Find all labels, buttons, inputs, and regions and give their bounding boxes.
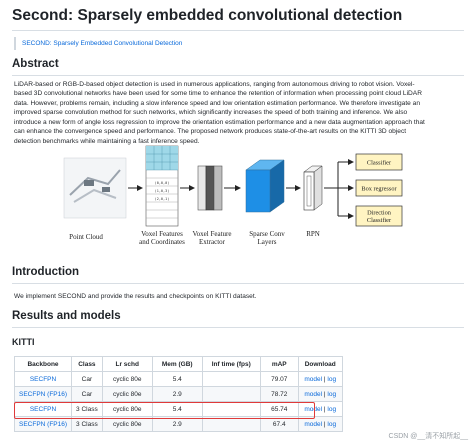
model-link[interactable]: model bbox=[304, 405, 323, 413]
mem-cell: 5.4 bbox=[151, 371, 203, 387]
classifier-head: Classifier bbox=[355, 153, 403, 171]
direction-label-1: Direction bbox=[367, 210, 392, 217]
voxel-features-label-2: and Coordinates bbox=[139, 238, 185, 246]
inf-cell bbox=[201, 371, 261, 387]
introduction-text: We implement SECOND and provide the resu… bbox=[14, 293, 257, 300]
page-title: Second: Sparsely embedded convolutional … bbox=[12, 7, 403, 24]
abstract-line: can enhance the convergence speed and pe… bbox=[14, 128, 407, 136]
column-header: Lr schd bbox=[101, 356, 153, 372]
title-divider bbox=[12, 30, 464, 31]
link-separator: | bbox=[323, 375, 326, 383]
column-header: Inf time (fps) bbox=[201, 356, 261, 372]
backbone-link[interactable]: SECFPN bbox=[29, 405, 57, 413]
svg-text:(1,0,3): (1,0,3) bbox=[155, 189, 170, 193]
log-link[interactable]: log bbox=[327, 405, 337, 413]
kitti-heading: KITTI bbox=[12, 337, 35, 347]
lr-cell: cyclic 80e bbox=[101, 386, 153, 402]
voxel-features-label-1: Voxel Features bbox=[141, 230, 183, 238]
feature-extractor-block bbox=[197, 165, 223, 211]
model-link[interactable]: model bbox=[304, 375, 323, 383]
results-divider bbox=[12, 327, 464, 328]
direction-label-2: Classifier bbox=[367, 217, 392, 224]
extractor-label-1: Voxel Feature bbox=[193, 230, 232, 238]
point-cloud-image bbox=[63, 157, 127, 219]
column-header: Class bbox=[71, 356, 103, 372]
log-link[interactable]: log bbox=[327, 390, 337, 398]
column-header: Download bbox=[297, 356, 343, 372]
lr-cell: cyclic 80e bbox=[101, 371, 153, 387]
map-cell: 67.4 bbox=[259, 416, 299, 432]
log-link[interactable]: log bbox=[327, 420, 337, 428]
sparse-conv-cube bbox=[245, 159, 285, 213]
model-link[interactable]: model bbox=[304, 390, 323, 398]
column-header: Mem (GB) bbox=[151, 356, 203, 372]
results-heading: Results and models bbox=[12, 310, 121, 322]
architecture-diagram: Point Cloud (0,0,0) (1,0,3) (2,0,1) Voxe… bbox=[63, 145, 403, 246]
direction-classifier-head: Direction Classifier bbox=[355, 205, 403, 227]
svg-text:(2,0,1): (2,0,1) bbox=[155, 197, 170, 201]
backbone-link[interactable]: SECFPN (FP16) bbox=[19, 390, 68, 398]
introduction-divider bbox=[12, 283, 464, 284]
table-row: SECFPN Car cyclic 80e 5.4 79.07 model | … bbox=[13, 371, 343, 387]
mem-cell: 2.9 bbox=[151, 416, 203, 432]
introduction-heading: Introduction bbox=[12, 266, 80, 278]
abstract-line: detection benchmarks while maintaining a… bbox=[14, 137, 200, 145]
row-highlight-box bbox=[14, 402, 315, 419]
rpn-block bbox=[303, 165, 323, 211]
class-cell: 3 Class bbox=[71, 416, 103, 432]
lr-cell: cyclic 80e bbox=[101, 416, 153, 432]
box-regressor-label: Box regressor bbox=[361, 186, 397, 193]
column-header: Backbone bbox=[13, 356, 73, 372]
link-separator: | bbox=[323, 405, 326, 413]
abstract-divider bbox=[12, 75, 464, 76]
results-table: Backbone Class Lr schd Mem (GB) Inf time… bbox=[13, 356, 343, 432]
blockquote: SECOND: Sparsely Embedded Convolutional … bbox=[14, 37, 182, 50]
classifier-label: Classifier bbox=[367, 160, 392, 167]
svg-text:(0,0,0): (0,0,0) bbox=[155, 181, 170, 185]
abstract-line: based 3D convolutional networks have bee… bbox=[14, 90, 422, 98]
log-link[interactable]: log bbox=[327, 375, 337, 383]
table-row: SECFPN (FP16) 3 Class cyclic 80e 2.9 67.… bbox=[13, 416, 343, 432]
backbone-link[interactable]: SECFPN (FP16) bbox=[19, 420, 68, 428]
csdn-watermark: CSDN @__清不知所起__ bbox=[388, 433, 468, 440]
point-cloud-label: Point Cloud bbox=[69, 233, 103, 241]
abstract-line: improved sparse convolution method for s… bbox=[14, 109, 408, 117]
table-row: SECFPN (FP16) Car cyclic 80e 2.9 78.72 m… bbox=[13, 386, 343, 402]
backbone-link[interactable]: SECFPN bbox=[29, 375, 57, 383]
map-cell: 78.72 bbox=[259, 386, 299, 402]
paper-link[interactable]: SECOND: Sparsely Embedded Convolutional … bbox=[22, 40, 183, 47]
abstract-line: data. However, problems remain, includin… bbox=[14, 99, 420, 107]
abstract-heading: Abstract bbox=[12, 58, 59, 70]
sparse-conv-label-1: Sparse Conv bbox=[249, 230, 285, 238]
column-header: mAP bbox=[259, 356, 299, 372]
voxel-grid: (0,0,0) (1,0,3) (2,0,1) bbox=[145, 145, 179, 227]
table-header-row: Backbone Class Lr schd Mem (GB) Inf time… bbox=[13, 356, 343, 372]
rpn-label: RPN bbox=[306, 230, 320, 238]
link-separator: | bbox=[323, 390, 326, 398]
sparse-conv-label-2: Layers bbox=[257, 238, 276, 246]
link-separator: | bbox=[323, 420, 326, 428]
model-link[interactable]: model bbox=[304, 420, 323, 428]
extractor-label-2: Extractor bbox=[199, 238, 226, 246]
map-cell: 79.07 bbox=[259, 371, 299, 387]
abstract-text: LiDAR-based or RGB-D-based object detect… bbox=[14, 80, 462, 146]
class-cell: Car bbox=[71, 371, 103, 387]
mem-cell: 2.9 bbox=[151, 386, 203, 402]
abstract-line: LiDAR-based or RGB-D-based object detect… bbox=[14, 81, 415, 88]
box-regressor-head: Box regressor bbox=[355, 179, 403, 197]
inf-cell bbox=[201, 386, 261, 402]
abstract-line: introduce a new form of angle loss regre… bbox=[14, 118, 425, 126]
class-cell: Car bbox=[71, 386, 103, 402]
